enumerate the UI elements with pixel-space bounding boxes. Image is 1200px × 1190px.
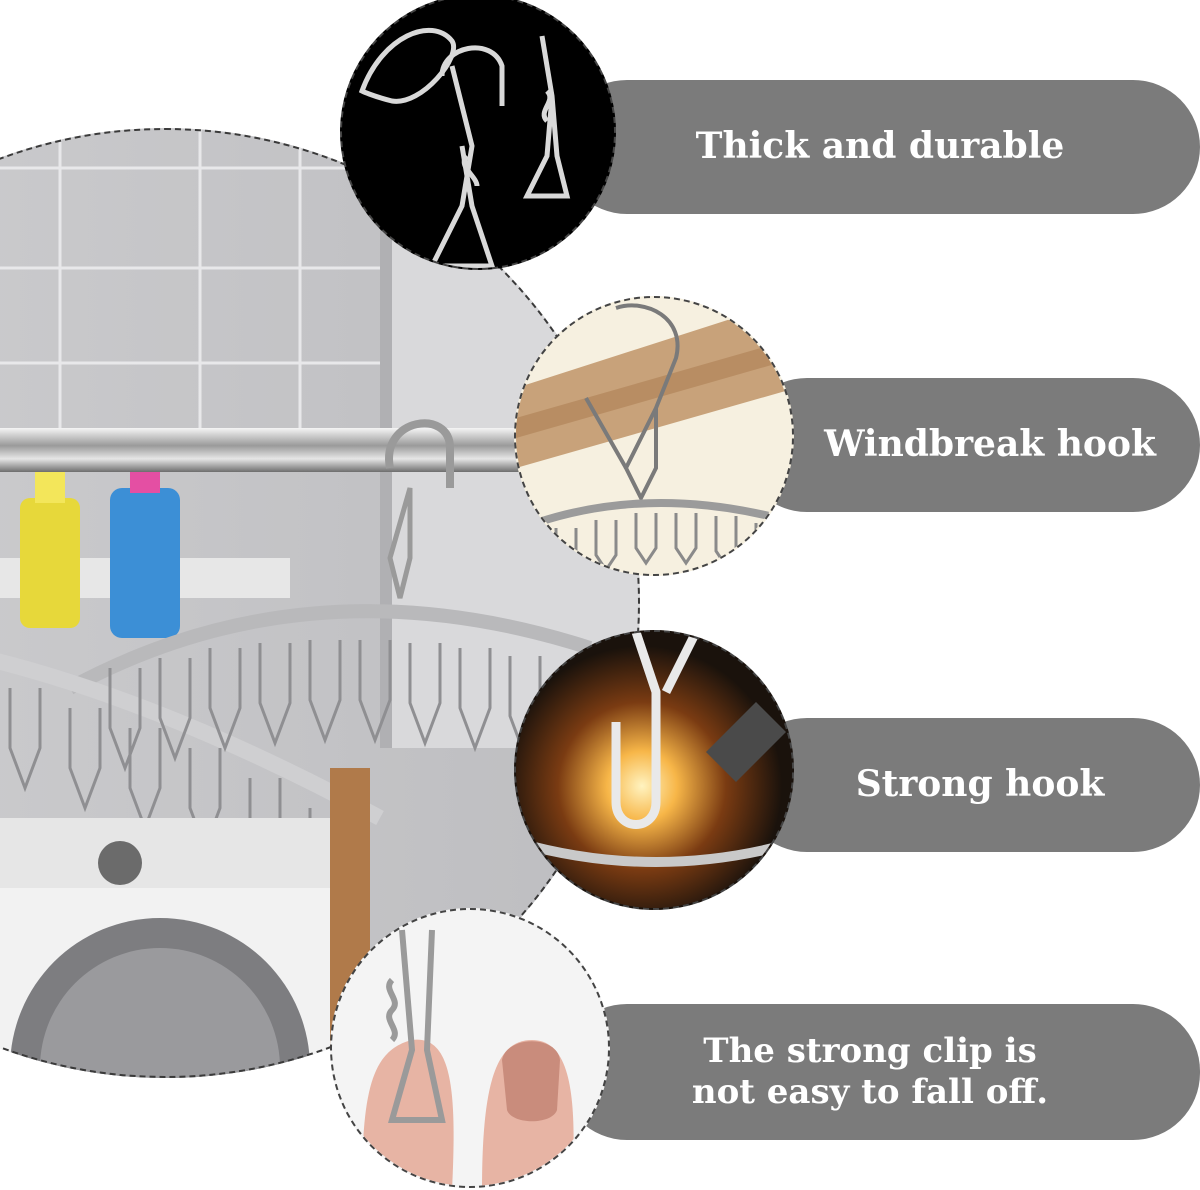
clip-between-fingers-icon (330, 908, 610, 1188)
s-hook-on-rod-icon (514, 296, 794, 576)
feature-label-4: The strong clip is not easy to fall off. (691, 1031, 1049, 1112)
clothespin-closeup-icon (340, 0, 616, 270)
welded-hook-icon (514, 630, 794, 910)
feature-banner-1: Thick and durable (560, 80, 1200, 214)
feature-label-3: Strong hook (855, 763, 1105, 806)
feature-label-1: Thick and durable (695, 125, 1065, 168)
feature-banner-4: The strong clip is not easy to fall off. (560, 1004, 1200, 1140)
feature-banner-3: Strong hook (740, 718, 1200, 852)
feature-banner-2: Windbreak hook (740, 378, 1200, 512)
feature-label-2: Windbreak hook (824, 423, 1156, 466)
